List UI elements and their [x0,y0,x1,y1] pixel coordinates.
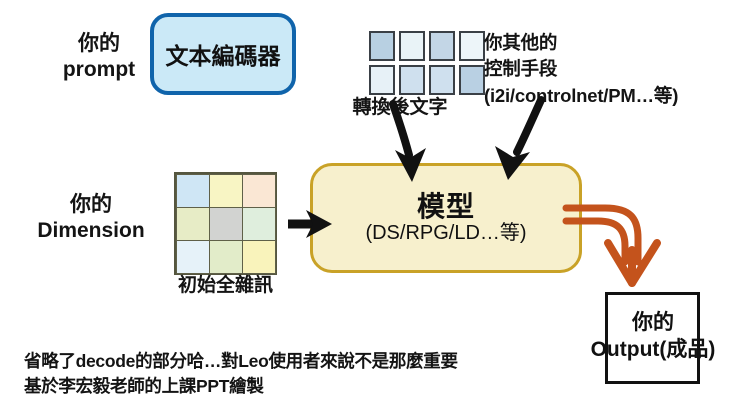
text-encoder-label: 文本編碼器 [165,43,281,69]
noise-cell [175,239,210,274]
noise-cell [241,239,276,274]
token-grid [369,31,485,95]
output-box [605,292,700,384]
dimension-label: 你的 Dimension [37,193,145,243]
noise-cell [175,173,210,208]
noise-cell [208,206,243,241]
token-cell [399,31,425,61]
noise-grid-caption: 初始全雜訊 [177,275,273,296]
token-cell [459,31,485,61]
model-title: 模型 [416,190,475,222]
noise-cell [175,206,210,241]
token-cell [399,65,425,95]
noise-cell [208,239,243,274]
token-cell [369,65,395,95]
token-cell [429,65,455,95]
noise-cell [208,173,243,208]
token-cell [429,31,455,61]
footnote-text: 省略了decode的部分哈…對Leo使用者來說不是那麼重要 基於李宏毅老師的上課… [24,351,458,396]
noise-grid [174,172,277,275]
token-grid-caption: 轉換後文字 [352,97,448,118]
control-methods-label: 你其他的 控制手段 (i2i/controlnet/PM…等) [484,32,679,106]
noise-cell [241,206,276,241]
token-cell [369,31,395,61]
model-subtitle: (DS/RPG/LD…等) [365,222,527,245]
model-box: 模型 (DS/RPG/LD…等) [310,163,582,273]
noise-cell [241,173,276,208]
prompt-label: 你的 prompt [62,32,136,82]
token-cell [459,65,485,95]
text-encoder-box: 文本編碼器 [150,13,296,95]
